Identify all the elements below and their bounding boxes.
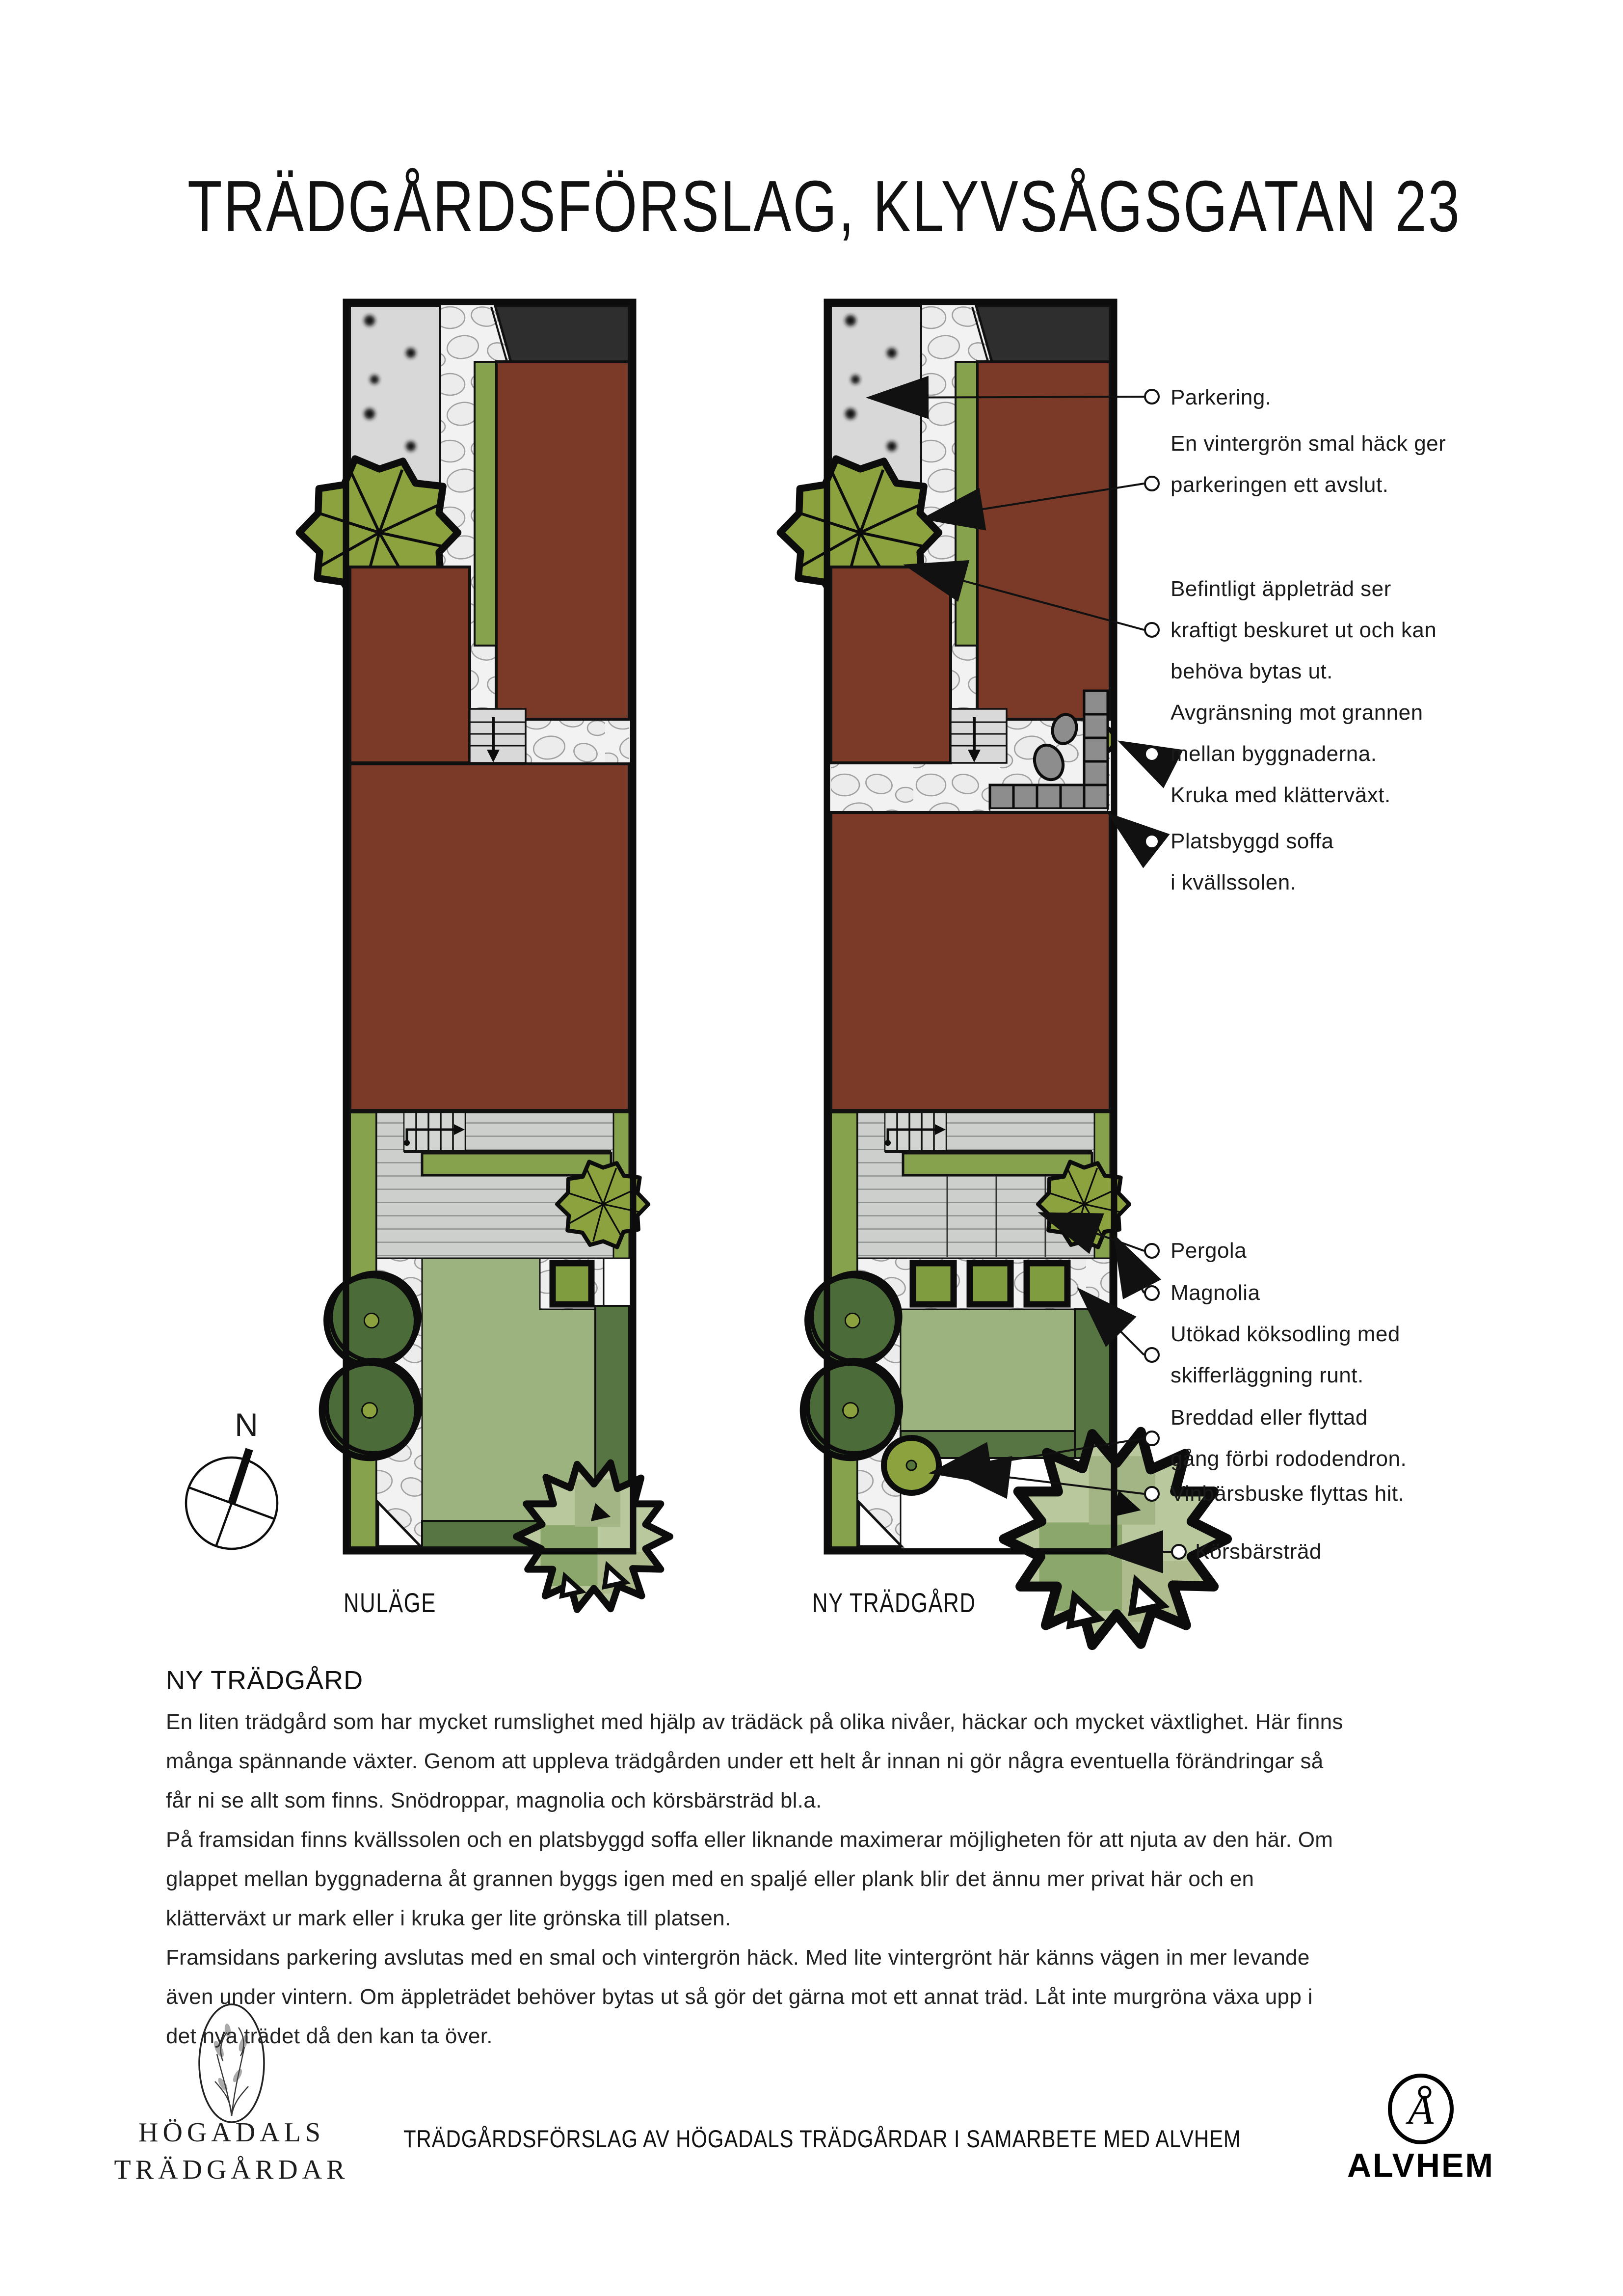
kitchen-planters [909,1260,1071,1308]
alvhem-name: ALVHEM [1347,2147,1495,2184]
annotation-vinbar: Vinbärsbuske flyttas hit. [1171,1482,1405,1506]
hedge-strip-vertical [955,361,978,647]
building-c [348,762,631,1112]
description-heading: NY TRÄDGÅRD [166,1666,364,1695]
building-c [829,811,1112,1112]
plan-nulage [343,298,637,1555]
hedge-strip-vertical [474,361,497,647]
gate-triangle [376,1499,424,1548]
hogadals-name-line2: TRÄDGÅRDAR [114,2155,349,2185]
leader-kruka [1117,740,1183,788]
compass-north-label: N [235,1406,258,1443]
rhododendron-lower [322,1360,420,1458]
gate-triangle [857,1499,905,1548]
currant-bush [881,1435,942,1496]
botanical-leaves [214,2024,248,2091]
fence-line [490,306,508,362]
hedge-band [902,1152,1093,1177]
plan-label-ny-tradgard: NY TRÄDGÅRD [812,1587,976,1618]
hogadals-logo [198,2003,265,2123]
annotation-kruka: Kruka med klätterväxt. [1171,783,1391,807]
page-title: TRÄDGÅRDSFÖRSLAG, KLYVSÅGSGATAN 23 [187,165,1623,248]
deck-stairs [884,1111,1092,1153]
stone-seat [1051,713,1078,745]
stone-seat [1033,743,1065,782]
annotation-gang: Breddad eller flyttad gång förbi rododen… [1171,1405,1407,1471]
page-title-text: TRÄDGÅRDSFÖRSLAG, KLYVSÅGSGATAN 23 [187,166,1462,247]
annotation-avgransning: Avgränsning mot grannen mellan byggnader… [1171,701,1423,766]
entrance-stairs [469,708,527,764]
compass-needle [228,1448,253,1505]
annotation-hack: En vintergrön smal häck ger parkeringen … [1171,432,1446,497]
plan-frame [343,298,637,1555]
alvhem-logo: A [1388,2074,1454,2144]
annotation-appletrad: Befintligt äppleträd ser kraftigt beskur… [1171,577,1437,683]
rhododendron-upper [326,1272,420,1366]
annotation-koksodling: Utökad köksodling med skifferläggning ru… [1171,1322,1400,1387]
monogram-flourish [1418,2085,1432,2099]
plan-label-nulage: NULÄGE [344,1587,436,1618]
rhododendron-upper [807,1272,901,1366]
annotation-pergola: Pergola [1171,1239,1247,1263]
building-a [976,360,1112,721]
building-a [495,360,631,721]
lawn [900,1308,1076,1432]
annotation-magnolia: Magnolia [1171,1281,1260,1305]
neighbor-roof [974,304,1112,363]
built-in-sofa [988,689,1109,815]
footer-tagline: TRÄDGÅRDSFÖRSLAG AV HÖGADALS TRÄDGÅRDAR … [403,2125,1241,2153]
annotation-soffa: Platsbyggd soffa i kvällssolen. [1171,829,1334,894]
description-body: En liten trädgård som har mycket rumslig… [166,1710,1343,2048]
entrance-stairs [950,708,1008,764]
compass: N [185,1406,279,1550]
kitchen-planter [549,1260,595,1308]
compass-circle [185,1456,279,1550]
botanical-sketch [214,2027,249,2116]
deck-stairs [403,1111,611,1153]
neighbor-roof [493,304,631,363]
plan-frame [824,298,1117,1555]
building-b [348,566,471,764]
plan-ny-tradgard [824,298,1117,1555]
annotation-korsbar: Körsbärsträd [1195,1540,1322,1564]
fence-line [971,306,989,362]
annotation-parkering: Parkering. [1171,385,1272,409]
leader-magnolia [1113,1233,1162,1299]
hogadals-name-line1: HÖGADALS [138,2117,325,2148]
building-b [829,566,952,764]
rhododendron-lower [803,1360,901,1458]
